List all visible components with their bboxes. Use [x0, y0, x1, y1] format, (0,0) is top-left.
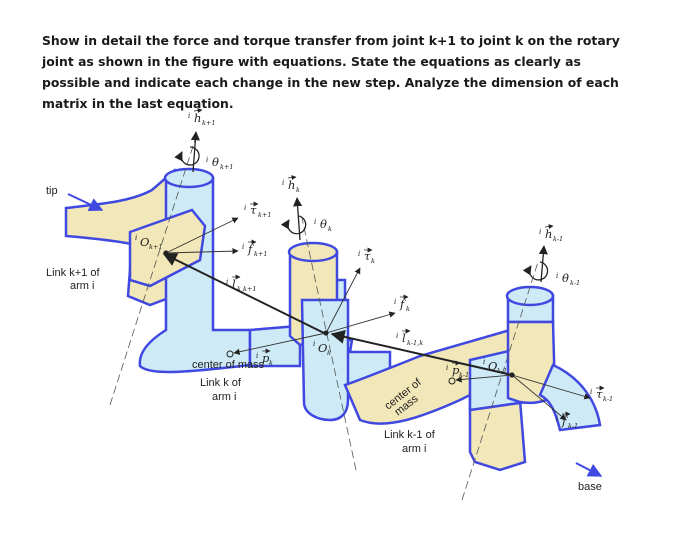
symbol-l-k-minus-1-k: i l k-1,k	[396, 331, 423, 347]
svg-text:i: i	[188, 112, 190, 120]
svg-text:i: i	[206, 156, 208, 164]
svg-text:i: i	[135, 234, 137, 242]
svg-text:k-1,k: k-1,k	[407, 339, 423, 347]
theta-k-rotation-icon	[288, 216, 306, 234]
theta-k-minus-1-rotation-icon	[530, 262, 548, 280]
link-k-plus-1-label-line1: Link k+1 of	[46, 267, 100, 279]
svg-text:k,k+1: k,k+1	[237, 285, 257, 293]
svg-text:k: k	[269, 359, 273, 367]
svg-text:i: i	[590, 388, 592, 396]
svg-text:k+1: k+1	[202, 119, 216, 127]
svg-text:i: i	[244, 204, 246, 212]
svg-text:k-1: k-1	[570, 279, 580, 287]
symbol-theta-k-plus-1: i θ k+1	[206, 155, 234, 171]
origin-k-plus-1-dot	[163, 250, 168, 255]
svg-text:τ: τ	[364, 249, 371, 263]
svg-text:i: i	[314, 218, 316, 226]
svg-text:i: i	[396, 332, 398, 340]
svg-text:k: k	[327, 349, 331, 357]
symbol-theta-k-minus-1: i θ k-1	[556, 271, 580, 287]
center-of-mass-k-label: center of mass	[192, 359, 265, 371]
svg-text:τ: τ	[250, 203, 257, 217]
svg-text:k: k	[406, 305, 410, 313]
svg-text:k+1: k+1	[149, 243, 163, 251]
symbol-l-k-k-plus-1: i l k,k+1	[226, 277, 257, 293]
svg-text:k: k	[328, 225, 332, 233]
svg-text:k-1: k-1	[459, 371, 469, 379]
svg-text:k+1: k+1	[220, 163, 234, 171]
origin-k-minus-1-dot	[509, 372, 514, 377]
symbol-theta-k: i θ k	[314, 217, 332, 233]
link-k-plus-1-label-line2: arm i	[70, 280, 94, 292]
joint-k-minus-1-top	[507, 287, 553, 305]
symbol-f-k: i f k	[394, 297, 410, 313]
joint-k-cylinder	[302, 300, 348, 420]
symbol-tau-k-plus-1: i τ k+1	[244, 203, 272, 219]
symbol-h-k: i h k	[282, 177, 300, 194]
base-label: base	[578, 481, 602, 493]
svg-text:i: i	[282, 179, 284, 187]
symbol-h-k-minus-1: i h k-1	[539, 226, 563, 243]
svg-text:i: i	[242, 243, 244, 251]
svg-text:k-1: k-1	[603, 395, 613, 403]
svg-text:i: i	[446, 364, 448, 372]
svg-text:i: i	[556, 415, 558, 423]
symbol-tau-k: i τ k	[358, 249, 375, 265]
svg-text:k-1: k-1	[568, 422, 578, 430]
symbol-tau-k-minus-1: i τ k-1	[590, 387, 613, 403]
svg-text:τ: τ	[596, 387, 603, 401]
svg-text:k+1: k+1	[254, 250, 268, 258]
h-k-plus-1-arrow	[193, 132, 196, 172]
tip-label: tip	[46, 185, 58, 197]
svg-text:i: i	[394, 298, 396, 306]
svg-text:k+1: k+1	[258, 211, 272, 219]
svg-text:h: h	[194, 111, 201, 125]
link-k-label-line2: arm i	[212, 391, 236, 403]
svg-text:k: k	[296, 186, 300, 194]
svg-text:k-1: k-1	[553, 235, 563, 243]
symbol-h-k-plus-1: i h k+1	[188, 110, 216, 127]
link-k-minus-1-label-line1: Link k-1 of	[384, 429, 436, 441]
svg-text:i: i	[358, 250, 360, 258]
joint-k-top	[289, 243, 337, 261]
svg-text:θ: θ	[212, 155, 219, 169]
link-k-label-line1: Link k of	[200, 377, 242, 389]
base-arrow	[576, 463, 601, 476]
svg-text:i: i	[313, 340, 315, 348]
svg-text:i: i	[539, 228, 541, 236]
svg-text:l: l	[402, 331, 406, 345]
svg-text:i: i	[256, 352, 258, 360]
svg-text:f: f	[247, 242, 254, 256]
svg-text:h: h	[288, 178, 295, 192]
svg-text:i: i	[226, 278, 228, 286]
svg-text:h: h	[545, 227, 552, 241]
svg-text:l: l	[232, 277, 236, 291]
svg-text:i: i	[556, 272, 558, 280]
svg-text:k: k	[371, 257, 375, 265]
base-link	[540, 365, 600, 430]
symbol-f-k-plus-1: i f k+1	[242, 242, 268, 258]
svg-text:θ: θ	[562, 271, 569, 285]
svg-text:f: f	[399, 297, 406, 311]
svg-text:i: i	[483, 358, 485, 366]
origin-k-dot	[323, 330, 328, 335]
svg-text:k-1: k-1	[497, 367, 507, 375]
theta-k-plus-1-rotation-icon	[181, 147, 199, 165]
joint-k-plus-1-top	[165, 169, 213, 187]
svg-text:θ: θ	[320, 217, 327, 231]
link-k-minus-1-label-line2: arm i	[402, 443, 426, 455]
